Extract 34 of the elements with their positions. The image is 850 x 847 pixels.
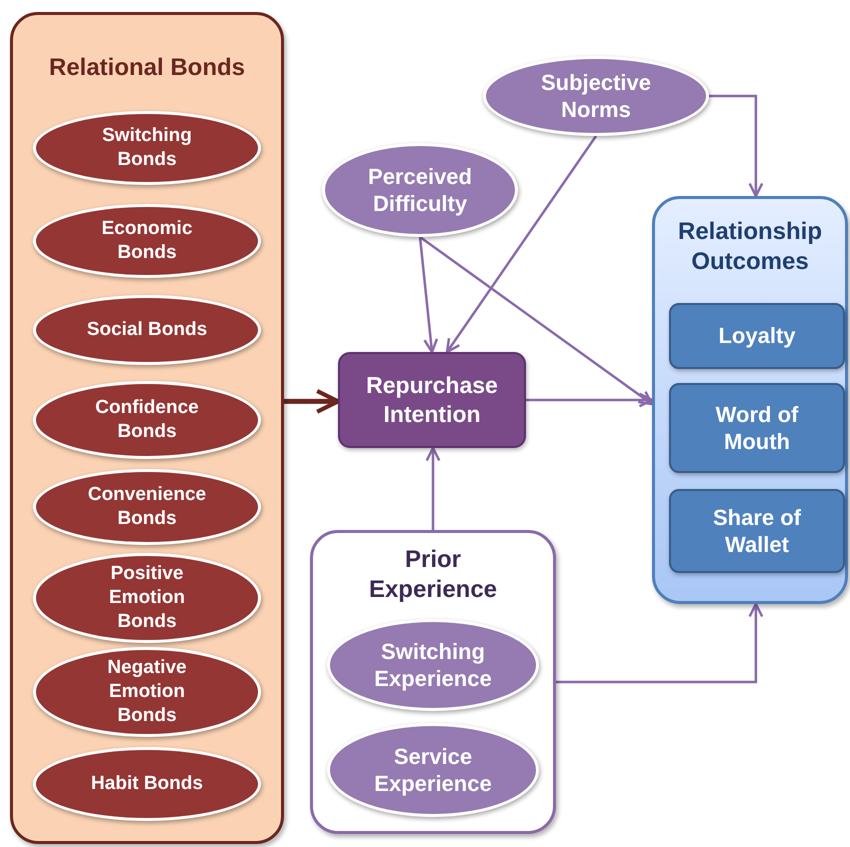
arrow — [426, 446, 440, 530]
group-panel — [652, 196, 848, 604]
node-label: Repurchase Intention — [365, 371, 499, 429]
arrow — [709, 94, 764, 198]
outcome-box — [669, 489, 845, 573]
node-label: Word of Mouth — [714, 400, 800, 456]
arrow — [419, 236, 654, 406]
arrow — [446, 135, 598, 354]
arrow — [526, 392, 654, 408]
node-label: Share of Wallet — [712, 504, 802, 558]
node-label: Convenience Bonds — [86, 483, 208, 531]
node-label: Positive Emotion Bonds — [108, 562, 186, 634]
group-panel — [310, 530, 556, 834]
arrow — [284, 388, 340, 414]
node-label: Subjective Norms — [540, 68, 652, 124]
node-label: Economic Bonds — [100, 217, 194, 265]
group-title: Relational Bonds — [48, 53, 246, 83]
node-label: Confidence Bonds — [94, 396, 200, 444]
node-label: Switching Bonds — [101, 124, 193, 172]
arrow — [556, 602, 764, 684]
node-label: Habit Bonds — [90, 772, 204, 796]
node-label: Service Experience — [373, 742, 493, 798]
outcome-box — [669, 303, 845, 369]
group-title: Relationship Outcomes — [676, 217, 823, 277]
outcome-box — [669, 383, 845, 473]
node-label: Switching Experience — [373, 638, 493, 692]
node-label: Loyalty — [717, 322, 797, 350]
group-panel — [10, 12, 284, 844]
node-label: Perceived Difficulty — [367, 162, 473, 218]
group-title: Prior Experience — [368, 545, 498, 605]
arrow — [418, 236, 438, 354]
node-label: Negative Emotion Bonds — [106, 656, 188, 728]
node-label: Social Bonds — [86, 318, 208, 342]
construct-box — [338, 352, 526, 448]
